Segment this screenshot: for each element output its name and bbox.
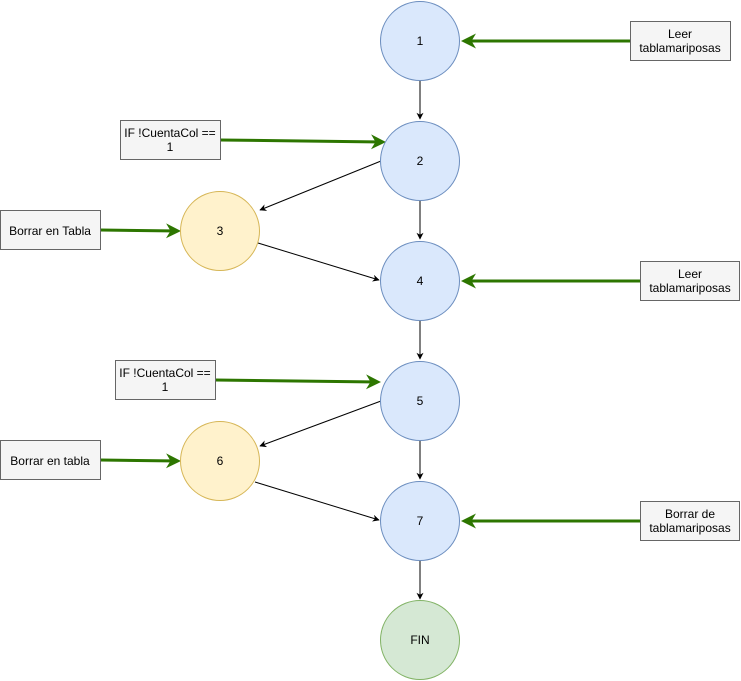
- box-if-2-line-2: 1: [162, 380, 169, 394]
- box-leer-2-line-2: tablamariposas: [649, 281, 730, 295]
- box-if-1-line-2: 1: [167, 140, 174, 154]
- edge-3-to-4: [257, 242, 380, 282]
- edge-if-2-to-5: [214, 374, 381, 390]
- node-4: 4: [380, 241, 460, 321]
- edge-if-1-to-2: [219, 134, 386, 150]
- box-borrar-tabla-2: Borrar en tabla: [0, 440, 101, 480]
- node-fin: FIN: [380, 600, 460, 680]
- box-borrar-de-line-2: tablamariposas: [649, 521, 730, 535]
- node-2: 2: [380, 121, 460, 201]
- node-3-label: 3: [217, 224, 224, 238]
- box-if-2: IF !CuentaCol == 1: [115, 360, 216, 400]
- box-leer-1: Leer tablamariposas: [630, 21, 731, 61]
- node-5: 5: [380, 361, 460, 441]
- box-leer-2-line-1: Leer: [678, 267, 702, 281]
- node-fin-label: FIN: [410, 633, 429, 647]
- flow-edges: [254, 80, 424, 600]
- node-6-label: 6: [217, 454, 224, 468]
- node-4-label: 4: [417, 274, 424, 288]
- box-if-1: IF !CuentaCol == 1: [120, 120, 221, 160]
- node-6: 6: [180, 421, 260, 501]
- box-if-2-line-1: IF !CuentaCol ==: [119, 366, 210, 380]
- node-5-label: 5: [417, 394, 424, 408]
- box-borrar-de-line-1: Borrar de: [665, 507, 715, 521]
- box-borrar-de: Borrar de tablamariposas: [640, 501, 740, 541]
- box-leer-2: Leer tablamariposas: [640, 261, 740, 301]
- edge-borrar-tabla-2-to-6: [99, 453, 181, 469]
- node-2-label: 2: [417, 154, 424, 168]
- box-borrar-tabla-1: Borrar en Tabla: [0, 210, 101, 250]
- node-3: 3: [180, 191, 260, 271]
- edge-2-to-3: [259, 160, 382, 211]
- edge-5-to-6: [259, 400, 382, 448]
- node-1: 1: [380, 1, 460, 81]
- edge-borrar-tabla-1-to-3: [99, 223, 181, 239]
- node-7-label: 7: [417, 514, 424, 528]
- box-borrar-tabla-2-line-1: Borrar en tabla: [10, 454, 90, 468]
- box-leer-1-line-1: Leer: [668, 27, 692, 41]
- box-borrar-tabla-1-line-1: Borrar en Tabla: [9, 224, 91, 238]
- box-leer-1-line-2: tablamariposas: [639, 41, 720, 55]
- node-7: 7: [380, 481, 460, 561]
- input-edges: [99, 33, 640, 529]
- box-if-1-line-1: IF !CuentaCol ==: [124, 126, 215, 140]
- node-1-label: 1: [417, 34, 424, 48]
- edge-6-to-7: [254, 481, 380, 522]
